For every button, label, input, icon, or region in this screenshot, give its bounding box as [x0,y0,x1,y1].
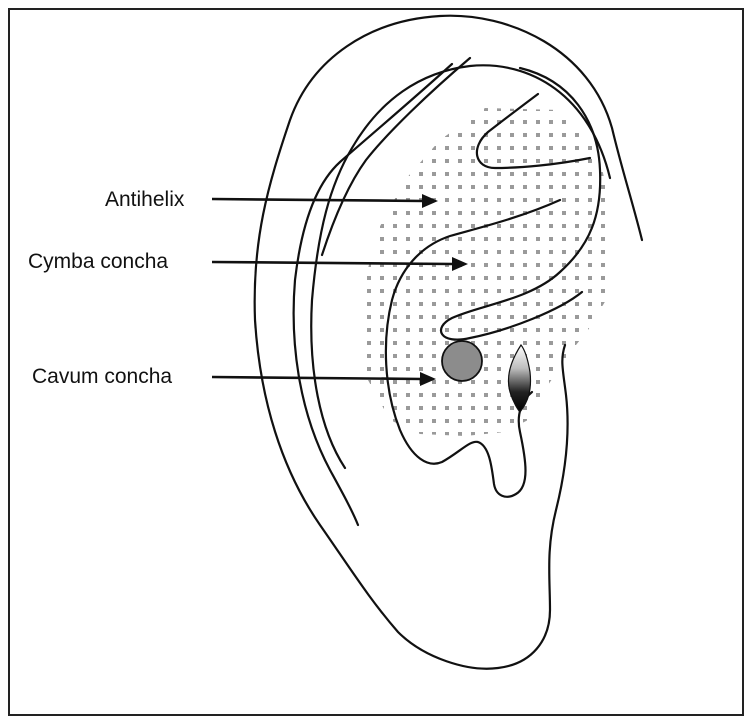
label-cavum-concha: Cavum concha [32,365,172,388]
arrow-antihelix [212,199,424,201]
electrode-dot-icon [442,341,482,381]
stimulation-region [362,108,612,436]
label-cymba-concha: Cymba concha [28,250,168,273]
label-antihelix: Antihelix [105,188,185,211]
